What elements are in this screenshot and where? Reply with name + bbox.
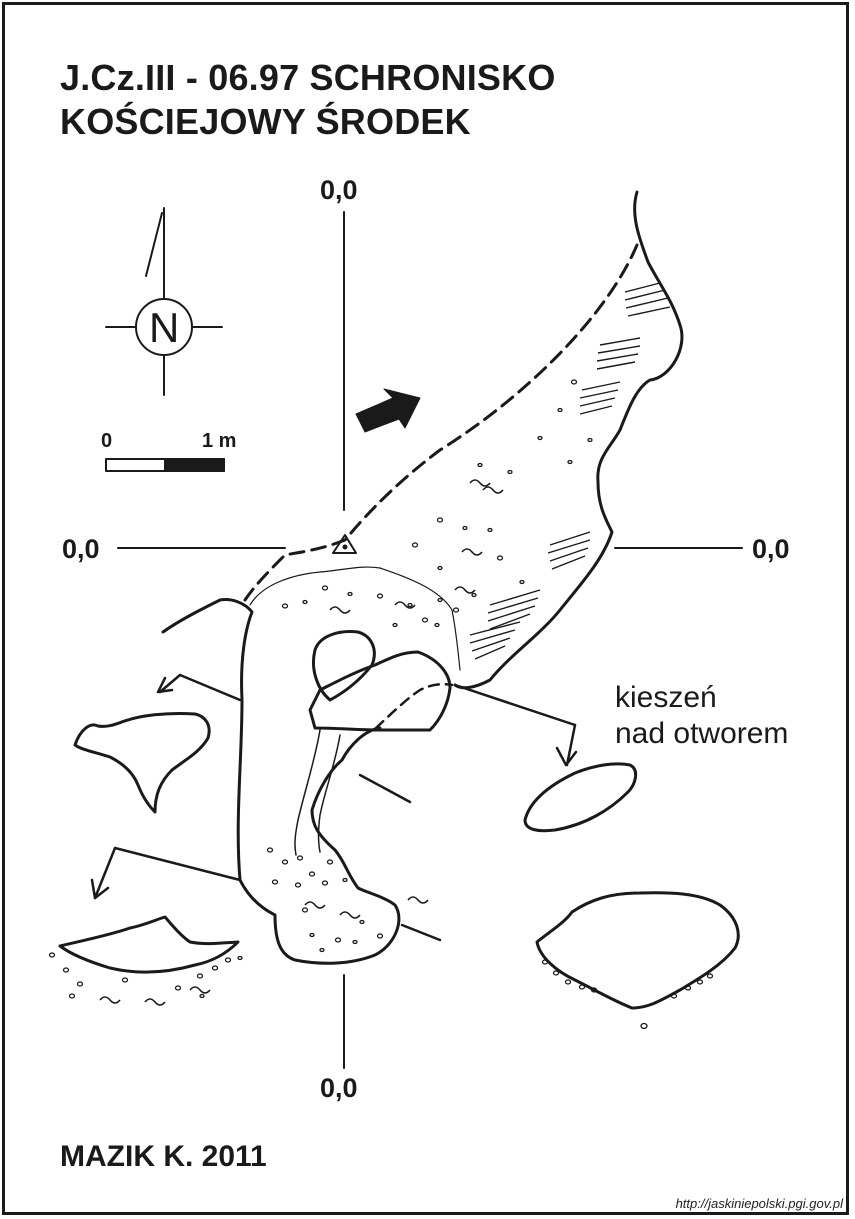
annotation-line-1: kieszeń [615,681,717,714]
title-line-2: KOŚCIEJOWY ŚRODEK [60,101,471,142]
cross-section-upper-left [73,711,211,814]
section-line-lower-right [400,923,442,942]
source-url: http://jaskiniepolski.pgi.gov.pl [675,1196,843,1211]
pillar-niche [312,630,376,702]
scale-end-label: 1 m [202,430,237,452]
cross-section-pocket [523,762,638,833]
coord-label-right: 0,0 [752,534,790,564]
map-title: J.Cz.III - 06.97 SCHRONISKO KOŚCIEJOWY Ś… [60,56,556,144]
section-line-left-upper [156,673,242,702]
north-letter: N [149,304,180,351]
coord-label-top: 0,0 [320,175,358,205]
cave-wall-left [161,598,401,965]
scale-bar [105,458,225,472]
cross-section-lower-left [58,915,240,974]
floor-boundary [249,566,461,671]
sediment-symbols [48,379,714,1030]
cross-section-lower-right [535,891,740,1010]
rock-block-ledge-dashed [374,682,454,730]
annotation-line-2: nad otworem [615,717,789,750]
north-arrow-icon [105,207,223,396]
cave-wall-right [453,190,684,690]
section-line-mid [358,773,412,804]
annotation-pocket: kieszeń nad otworem [615,680,788,752]
author-credit: MAZIK K. 2011 [60,1140,267,1173]
inner-channel [294,729,321,856]
scale-start-label: 0 [101,430,113,452]
entrance-arrow-icon [355,388,421,433]
grid-lines [117,211,743,1069]
coord-label-left: 0,0 [62,534,100,564]
rock-block [308,650,452,732]
slope-hatching [469,282,671,660]
survey-station-icon [332,534,357,554]
coord-label-bottom: 0,0 [320,1073,358,1103]
section-line-left-lower [90,846,242,900]
title-line-1: J.Cz.III - 06.97 SCHRONISKO [60,57,556,98]
section-line-right [453,683,578,767]
drip-line [243,243,639,602]
inner-channel-2 [317,734,341,853]
clay-symbols [99,479,504,1006]
